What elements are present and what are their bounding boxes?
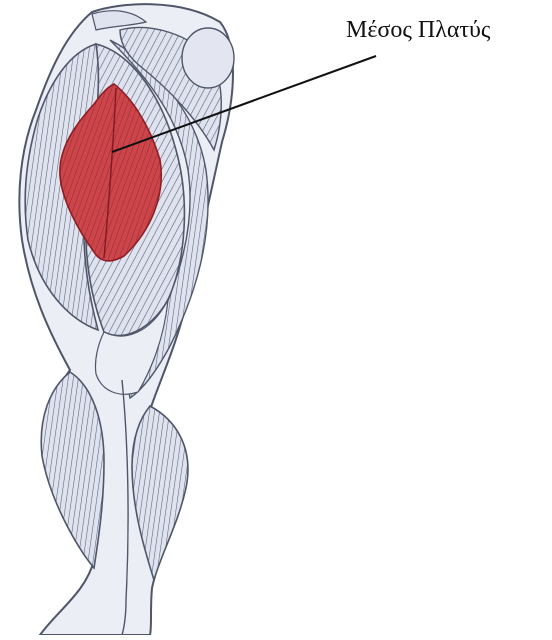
muscle-label: Μέσος Πλατύς (346, 18, 490, 42)
hip-bone-circle (182, 28, 234, 88)
